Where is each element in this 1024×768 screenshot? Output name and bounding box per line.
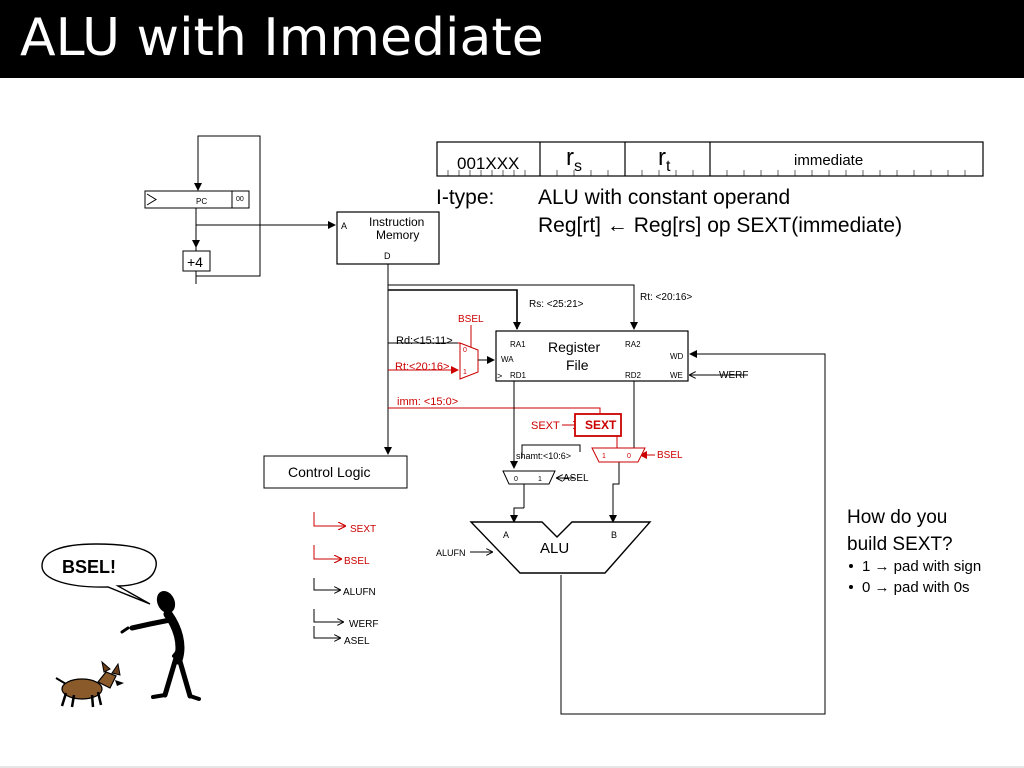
rs-field: rs xyxy=(566,144,582,175)
ctl-werf: WERF xyxy=(349,619,378,630)
rt-field: rt xyxy=(658,144,671,175)
rf-wa: WA xyxy=(501,355,514,364)
immediate-field: immediate xyxy=(794,152,863,169)
control-logic-box xyxy=(263,455,408,489)
a-mux-in0: 0 xyxy=(514,476,518,483)
sext-question: How do you build SEXT? 1 → pad with sign… xyxy=(847,507,981,596)
speech-bubble xyxy=(41,543,157,605)
rf-ra2: RA2 xyxy=(625,340,641,349)
rd-field-label: Rd:<15:11> xyxy=(396,335,453,347)
bsel-top-label: BSEL xyxy=(458,314,484,325)
pc-register xyxy=(144,190,250,209)
sext-control-label: SEXT xyxy=(531,420,560,432)
shamt-label: shamt:<10:6> xyxy=(516,451,571,461)
wa-mux: 0 1 xyxy=(459,342,495,380)
register-file: RA1 RA2 WA WD RD1 RD2 WE > Register File xyxy=(495,330,689,382)
rd-paths xyxy=(510,381,635,523)
type-label: I-type: xyxy=(436,186,494,209)
note-bullet-1: 1 → pad with sign xyxy=(862,558,981,575)
sext-box xyxy=(574,413,622,437)
rt-field-mux-label: Rt:<20:16> xyxy=(395,361,449,373)
wa-mux-in0: 0 xyxy=(463,347,467,354)
sext-box-label: SEXT xyxy=(585,418,617,432)
rt-field-top-label: Rt: <20:16> xyxy=(640,292,692,303)
instruction-description: ALU with constant operand xyxy=(538,186,790,209)
control-logic-label: Control Logic xyxy=(288,464,371,480)
pc-label: PC xyxy=(196,197,207,206)
alu: A B ALU xyxy=(469,521,652,574)
rf-rd2: RD2 xyxy=(625,371,642,380)
ctl-asel: ASEL xyxy=(344,636,370,647)
instruction-bus xyxy=(384,264,638,455)
title-bar: ALU with Immediate xyxy=(0,0,1024,78)
b-mux-in1: 1 xyxy=(602,453,606,460)
instruction-rtl: Reg[rt] ← Reg[rs] op SEXT(immediate) xyxy=(538,214,902,237)
alu-port-b: B xyxy=(611,530,617,540)
rf-ra1: RA1 xyxy=(510,340,526,349)
imm-field-label: imm: <15:0> xyxy=(397,396,458,408)
wa-mux-in1: 1 xyxy=(463,369,467,376)
rf-we: WE xyxy=(670,371,683,380)
instruction-memory xyxy=(336,211,440,265)
cartoon: BSEL! xyxy=(41,543,201,708)
rf-clock: > xyxy=(497,371,502,381)
speech-text: BSEL! xyxy=(62,557,116,577)
plus4-adder xyxy=(182,250,211,272)
rf-label-1: Register xyxy=(548,339,600,355)
control-outputs xyxy=(313,512,345,638)
alu-label: ALU xyxy=(540,540,569,557)
ctl-sext: SEXT xyxy=(350,524,376,535)
instruction-format: 001XXX rs rt immediate I-type: ALU with … xyxy=(436,141,984,237)
bsel-right-label: BSEL xyxy=(657,450,683,461)
person-figure xyxy=(120,590,201,701)
ctl-bsel: BSEL xyxy=(344,556,370,567)
note-line-2: build SEXT? xyxy=(847,534,953,555)
writeback-path xyxy=(560,350,826,715)
fetch-unit: PC 00 +4 A Instruction Memory D xyxy=(144,135,440,284)
plus4-label: +4 xyxy=(187,254,203,270)
rs-field-label: Rs: <25:21> xyxy=(529,299,584,310)
asel-input: ASEL xyxy=(563,473,589,484)
alufn-input: ALUFN xyxy=(436,548,466,558)
b-mux-in0: 0 xyxy=(627,453,631,460)
rf-rd1: RD1 xyxy=(510,371,527,380)
alu-port-a: A xyxy=(503,530,509,540)
dog-figure xyxy=(55,660,124,708)
werf-input: WERF xyxy=(719,370,748,381)
a-mux-in1: 1 xyxy=(538,476,542,483)
imem-label-2: Memory xyxy=(376,228,419,242)
note-line-1: How do you xyxy=(847,507,947,528)
rf-wd: WD xyxy=(670,352,684,361)
imem-d-port: D xyxy=(384,251,391,261)
imem-label-1: Instruction xyxy=(369,215,424,229)
ctl-alufn: ALUFN xyxy=(343,587,376,598)
a-mux: 0 1 xyxy=(502,470,556,485)
b-mux: 1 0 xyxy=(591,447,646,463)
rf-label-2: File xyxy=(566,357,589,373)
imem-a-port: A xyxy=(341,221,347,231)
footer-rule xyxy=(0,766,1024,768)
opcode-field: 001XXX xyxy=(457,154,519,173)
pc-bits: 00 xyxy=(236,196,244,203)
slide-title: ALU with Immediate xyxy=(20,8,544,68)
note-bullet-2: 0 → pad with 0s xyxy=(862,579,970,596)
